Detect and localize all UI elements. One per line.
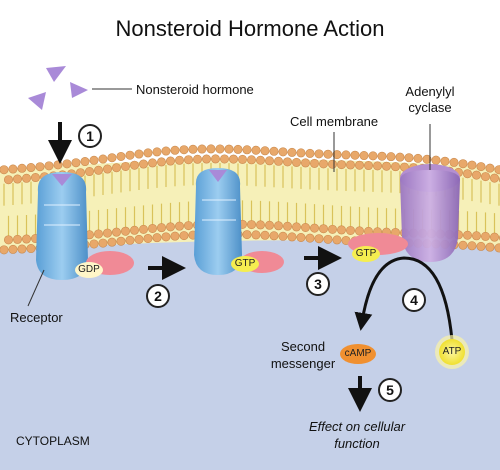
gdp-label: GDP <box>78 264 100 275</box>
bound-hormone-icon <box>52 174 72 186</box>
receptor-protein-2 <box>194 168 242 275</box>
gtp-label-2: GTP <box>234 258 256 269</box>
gtp-chip-3 <box>352 246 380 262</box>
step-1-badge: 1 <box>78 124 102 148</box>
cell-membrane <box>0 144 500 255</box>
step-5-badge: 5 <box>378 378 402 402</box>
gtp-label-3: GTP <box>355 248 377 259</box>
atp-label: ATP <box>442 346 462 357</box>
adenylyl-cyclase <box>400 164 460 262</box>
adenylyl-label: Adenylyl cyclase <box>405 84 455 115</box>
second-messenger-label: Second messenger <box>270 339 336 371</box>
step-arrows <box>48 122 372 412</box>
hormone-molecules <box>28 66 88 110</box>
gtp-chip-2 <box>231 256 259 272</box>
step-2-badge: 2 <box>146 284 170 308</box>
conversion-arrow <box>354 256 454 341</box>
receptor-leader-line <box>27 269 45 307</box>
receptor-protein <box>36 172 88 280</box>
atp-molecule <box>435 335 469 369</box>
step-3-badge: 3 <box>306 272 330 296</box>
step-4-badge: 4 <box>402 288 426 312</box>
receptor-label: Receptor <box>10 310 63 325</box>
camp-molecule <box>340 344 376 364</box>
diagram-title: Nonsteroid Hormone Action <box>115 16 385 41</box>
hormone-label: Nonsteroid hormone <box>136 82 254 97</box>
membrane-label: Cell membrane <box>290 114 379 129</box>
cytoplasm-label: CYTOPLASM <box>16 434 90 448</box>
cytoplasm-region <box>0 240 500 470</box>
camp-label: cAMP <box>344 348 372 359</box>
gdp-chip <box>75 262 103 278</box>
effect-label: Effect on cellular function <box>308 419 406 451</box>
bound-hormone-icon-2 <box>209 170 227 182</box>
